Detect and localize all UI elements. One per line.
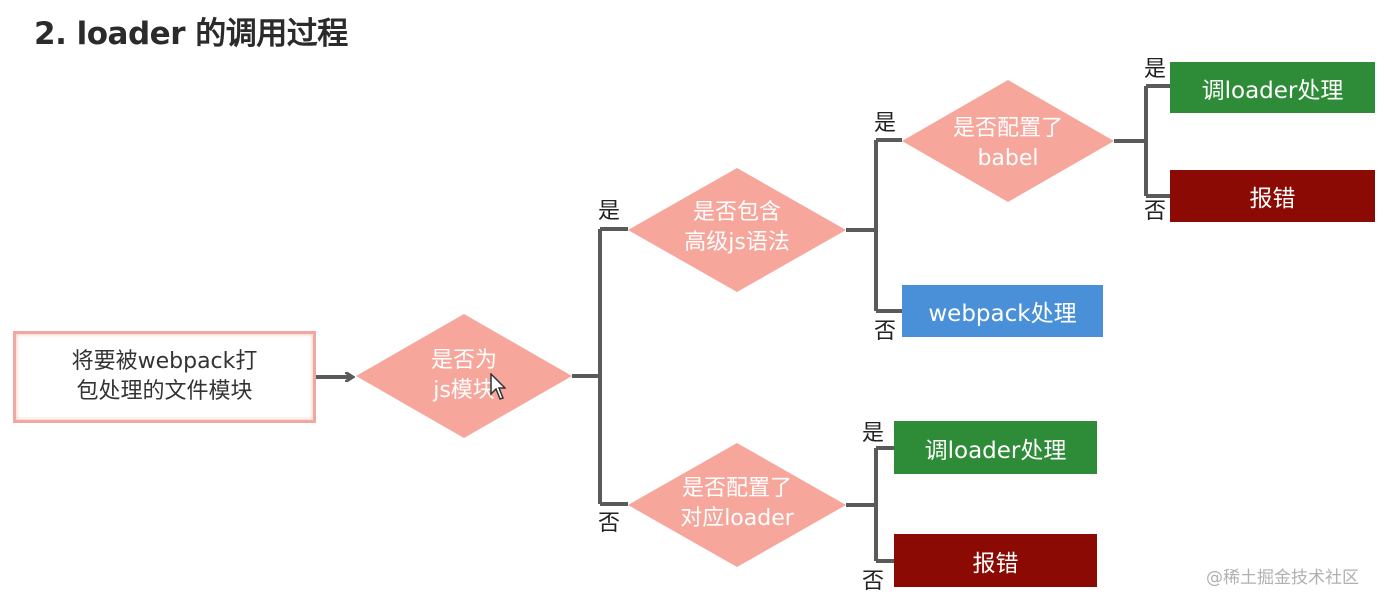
result-webpack-box: webpack处理 — [902, 285, 1103, 337]
label-no-loader: 否 — [862, 569, 885, 594]
result-babel-loader-box: 调loader处理 — [1170, 62, 1375, 113]
mouse-cursor-icon — [490, 373, 506, 400]
label-yes-js: 是 — [598, 199, 621, 224]
decision-loader-configured-text: 是否配置了 对应loader — [680, 476, 794, 531]
result-loader-box: 调loader处理 — [894, 421, 1097, 474]
decision-loader-configured-diamond — [628, 443, 846, 567]
label-yes-advanced: 是 — [874, 111, 897, 136]
decision-babel-diamond — [902, 80, 1114, 202]
connector-js-branch — [572, 227, 628, 506]
label-no-js: 否 — [598, 511, 621, 536]
label-yes-loader: 是 — [862, 421, 885, 446]
watermark: @稀土掘金技术社区 — [1206, 568, 1359, 588]
decision-advanced-js-text: 是否包含 高级js语法 — [684, 200, 790, 255]
result-loader-error-box: 报错 — [894, 534, 1097, 587]
decision-advanced-js-diamond — [628, 168, 846, 292]
connector-babel-branch — [1114, 84, 1170, 198]
label-yes-babel: 是 — [1144, 57, 1167, 82]
result-babel-error-box: 报错 — [1170, 170, 1375, 222]
connector-loader-branch — [846, 446, 894, 563]
label-no-advanced: 否 — [874, 319, 897, 344]
page-title: 2. loader 的调用过程 — [34, 16, 348, 52]
decision-is-js-diamond — [356, 314, 572, 438]
start-box: 将要被webpack打 包处理的文件模块 — [13, 331, 316, 423]
connector-advanced-branch — [846, 138, 902, 313]
decision-is-js-text: 是否为 js模块 — [430, 348, 497, 403]
label-no-babel: 否 — [1144, 199, 1167, 224]
decision-babel-text: 是否配置了 babel — [952, 116, 1063, 171]
